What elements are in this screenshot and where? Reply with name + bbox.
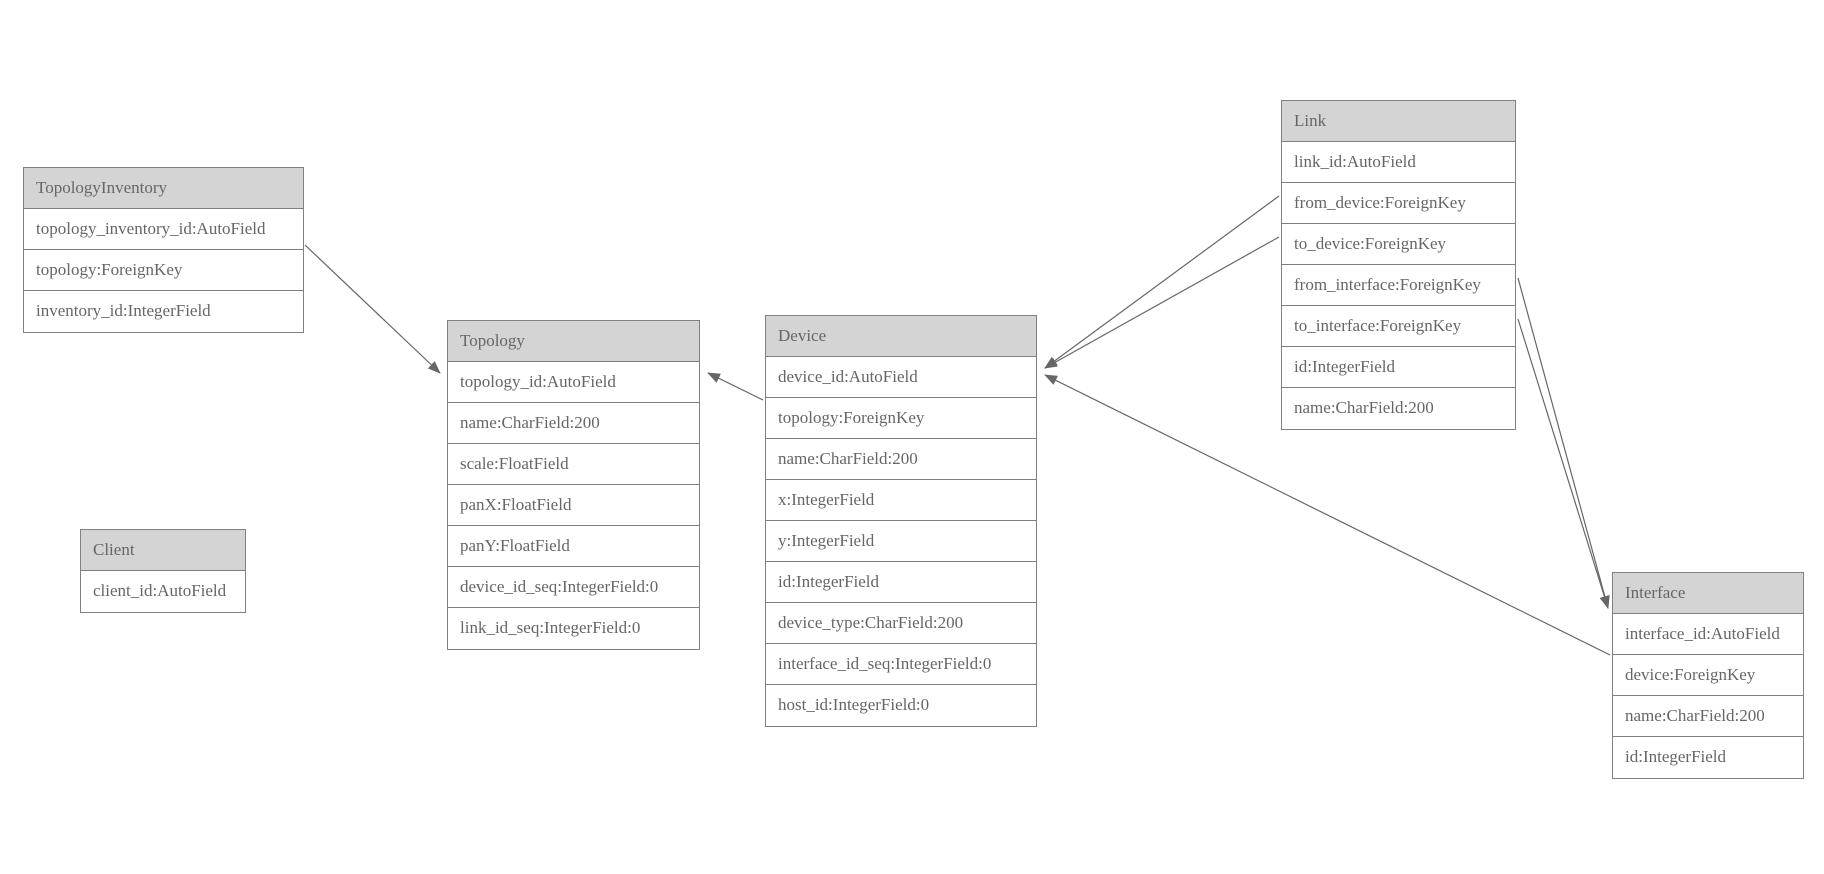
entity-field-row: y:IntegerField <box>766 521 1036 562</box>
entity-field-row: link_id_seq:IntegerField:0 <box>448 608 699 649</box>
entity-field-row: id:IntegerField <box>1282 347 1515 388</box>
entity-field-row: inventory_id:IntegerField <box>24 291 303 332</box>
relationship-line <box>1044 195 1280 369</box>
entity-field-row: name:CharField:200 <box>1613 696 1803 737</box>
entity-field-row: name:CharField:200 <box>448 403 699 444</box>
entity-field-row: name:CharField:200 <box>766 439 1036 480</box>
relationship-line <box>1044 236 1280 369</box>
entity-field-row: from_interface:ForeignKey <box>1282 265 1515 306</box>
entity-field-row: client_id:AutoField <box>81 571 245 612</box>
relationship-line <box>1517 277 1610 609</box>
entity-title-topologyinventory: TopologyInventory <box>24 168 303 209</box>
relationship-line <box>707 372 764 401</box>
entity-field-row: interface_id:AutoField <box>1613 614 1803 655</box>
entity-field-row: name:CharField:200 <box>1282 388 1515 429</box>
entity-field-row: host_id:IntegerField:0 <box>766 685 1036 726</box>
entity-title-device: Device <box>766 316 1036 357</box>
entity-field-row: device:ForeignKey <box>1613 655 1803 696</box>
entity-field-row: topology_id:AutoField <box>448 362 699 403</box>
entity-field-row: interface_id_seq:IntegerField:0 <box>766 644 1036 685</box>
entity-field-row: topology_inventory_id:AutoField <box>24 209 303 250</box>
entity-field-row: to_device:ForeignKey <box>1282 224 1515 265</box>
relationship-line <box>304 244 441 374</box>
entity-field-row: panX:FloatField <box>448 485 699 526</box>
entity-title-client: Client <box>81 530 245 571</box>
entity-field-row: id:IntegerField <box>1613 737 1803 778</box>
entity-field-row: device_id:AutoField <box>766 357 1036 398</box>
entity-field-row: id:IntegerField <box>766 562 1036 603</box>
entity-field-row: device_type:CharField:200 <box>766 603 1036 644</box>
entity-field-row: device_id_seq:IntegerField:0 <box>448 567 699 608</box>
entity-field-row: x:IntegerField <box>766 480 1036 521</box>
entity-title-interface: Interface <box>1613 573 1803 614</box>
entity-field-row: panY:FloatField <box>448 526 699 567</box>
entity-field-row: scale:FloatField <box>448 444 699 485</box>
entity-field-row: topology:ForeignKey <box>766 398 1036 439</box>
entity-field-row: from_device:ForeignKey <box>1282 183 1515 224</box>
relationship-line <box>1517 318 1610 609</box>
entity-field-row: link_id:AutoField <box>1282 142 1515 183</box>
entity-title-topology: Topology <box>448 321 699 362</box>
entity-field-row: topology:ForeignKey <box>24 250 303 291</box>
entity-field-row: to_interface:ForeignKey <box>1282 306 1515 347</box>
entity-title-link: Link <box>1282 101 1515 142</box>
